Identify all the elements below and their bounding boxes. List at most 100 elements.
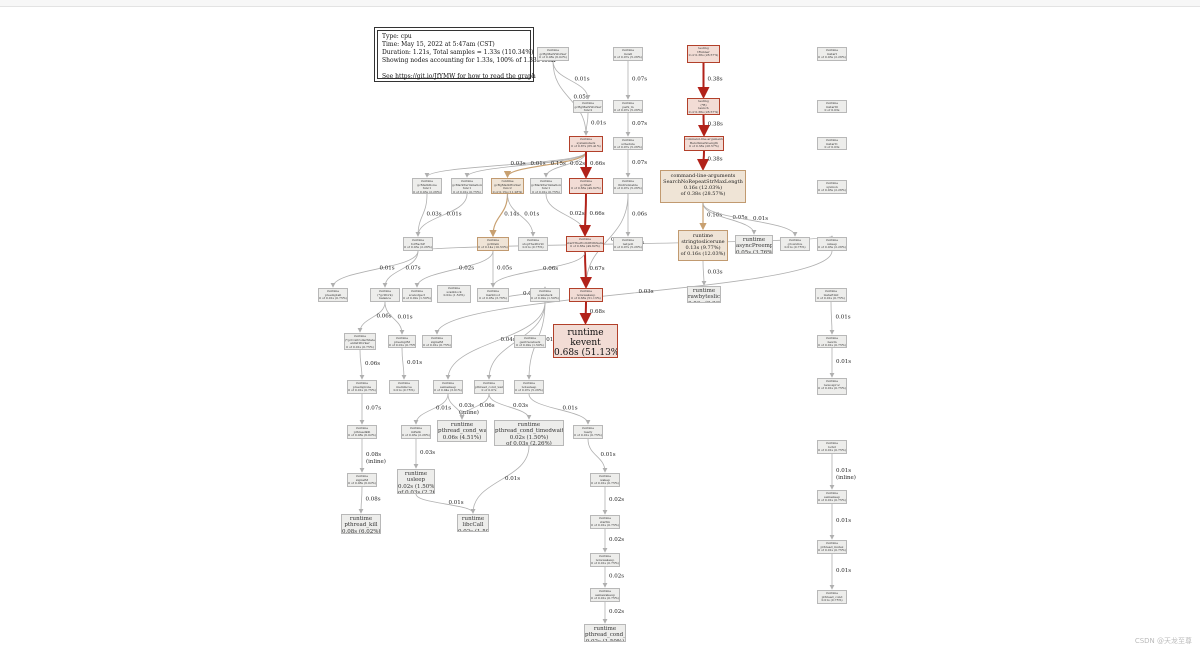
graph-node-pthread-timed[interactable]: runtimepthread_cond_timedwait_relative_n… (494, 420, 564, 446)
graph-edge (579, 251, 592, 289)
graph-edge (697, 150, 710, 171)
graph-edge-label: (inline) (366, 458, 386, 465)
graph-edge-label: 0.01s (753, 216, 768, 222)
graph-edge (507, 193, 536, 237)
graph-node-label: lock2 (827, 444, 837, 449)
profile-help-link[interactable]: See https://git.io/JfYMW for how to read… (382, 73, 536, 80)
graph-node-label: 0 of 0.01s (0.75%) (423, 343, 451, 348)
graph-edge-label: 0.16s (707, 213, 722, 219)
graph-node-label: scanblock (446, 289, 462, 294)
graph-node-label: (*gcWork) (377, 292, 393, 297)
graph-node-label: runtime (526, 238, 540, 242)
graph-edge (330, 250, 419, 288)
profile-info-inner: Type: cpu Time: May 15, 2022 at 5:47am (… (377, 30, 556, 80)
graph-node-label: gcBgMarkWorker (539, 51, 567, 56)
graph-node-label: of 0.03s (2.26%) (398, 490, 434, 494)
graph-node-label: runtime (824, 289, 838, 293)
graph-node-runtime-rawbyte[interactable]: runtimerawbyteslice0.03s (2.26%) (687, 286, 721, 303)
graph-node-label: notesleep (521, 384, 537, 389)
graph-edge-label: 0.07s (632, 77, 647, 83)
graph-node-label: 0 of 0.01s (0.75%) (591, 481, 619, 486)
graph-node-label: libcCall (462, 522, 484, 529)
graph-node-label: 0 of 0.05s (3.76%) (479, 296, 507, 301)
graph-edge (583, 112, 589, 136)
graph-node-label: 0 of 0.01s (0.75%) (591, 561, 619, 566)
graph-node-label: 0 of 0.01s (0.75%) (389, 343, 416, 348)
graph-node-label: 0 of 0.03s (2.26%) (413, 189, 441, 194)
graph-node-label: runtime (825, 491, 839, 495)
graph-node-label: wakep (600, 477, 610, 482)
graph-edge-label: 0.01s (447, 212, 462, 218)
graph-node-label: semasleep (440, 384, 456, 389)
graph-node-label: 0 of 0.03s (2.26%) (818, 55, 846, 60)
graph-node-label: growslice (787, 241, 803, 246)
